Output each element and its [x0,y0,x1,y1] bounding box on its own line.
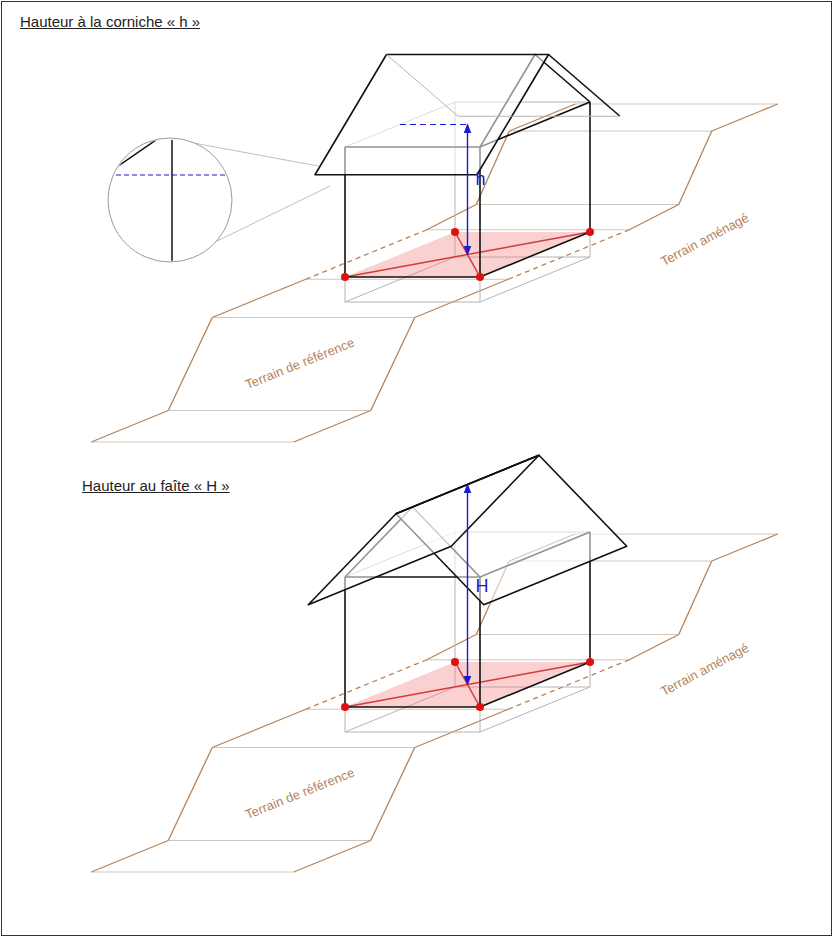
terrain-section [476,204,679,205]
roof-plane [308,455,539,605]
roof-edge [549,55,621,117]
section-heading: Hauteur au faîte « H » [82,478,230,495]
terrain-edge [212,709,306,747]
terrain-edge [712,104,778,131]
terrain-label: Terrain aménagé [659,641,752,699]
terrain-edge [294,411,371,443]
terrain-label: Terrain aménagé [659,211,752,269]
terrain-section [476,634,679,635]
corner-point [586,658,594,666]
terrain-edge [679,561,712,635]
terrain-edge [371,748,415,841]
terrain-edge [91,841,168,873]
terrain-section [91,872,294,873]
corner-point [476,703,484,711]
corner-point [341,703,349,711]
terrain-edge [712,534,778,561]
terrain-edge [427,635,477,660]
ridge-height-figure [91,455,778,872]
wall-edge [344,577,346,707]
terrain-label: Terrain de référence [243,766,356,823]
corner-point [341,273,349,281]
terrain-edge [427,205,477,230]
eave-height-figure [91,55,778,443]
terrain-edge [629,205,679,230]
terrain-section [509,131,712,132]
dimension-label: H [476,577,489,597]
corner-point [451,228,459,236]
wall-edge [589,102,591,232]
height-arrow [467,485,468,685]
terrain-edge [629,635,679,660]
roof-plane [315,55,549,175]
terrain-edge [509,104,575,131]
zoom-detail [100,124,331,270]
terrain-section [212,317,415,318]
terrain-section [91,442,294,443]
terrain-edge [679,131,712,205]
dimension-label: h [476,170,486,190]
terrain-edge [294,841,371,873]
terrain-edge [91,411,168,443]
terrain-edge [212,279,306,317]
hidden-edge [387,55,621,117]
terrain-section [168,840,371,841]
terrain-edge [415,279,509,317]
terrain-label: Terrain de référence [243,336,356,393]
eave-level-line [400,124,468,125]
terrain-section [212,747,415,748]
corner-point [451,658,459,666]
height-arrow [467,125,468,255]
terrain-edge [168,318,212,411]
terrain-section [168,410,371,411]
section-heading: Hauteur à la corniche « h » [20,14,200,31]
corner-point [476,273,484,281]
terrain-edge [415,709,509,747]
terrain-edge [371,318,415,411]
corner-point [586,228,594,236]
terrain-edge [168,748,212,841]
